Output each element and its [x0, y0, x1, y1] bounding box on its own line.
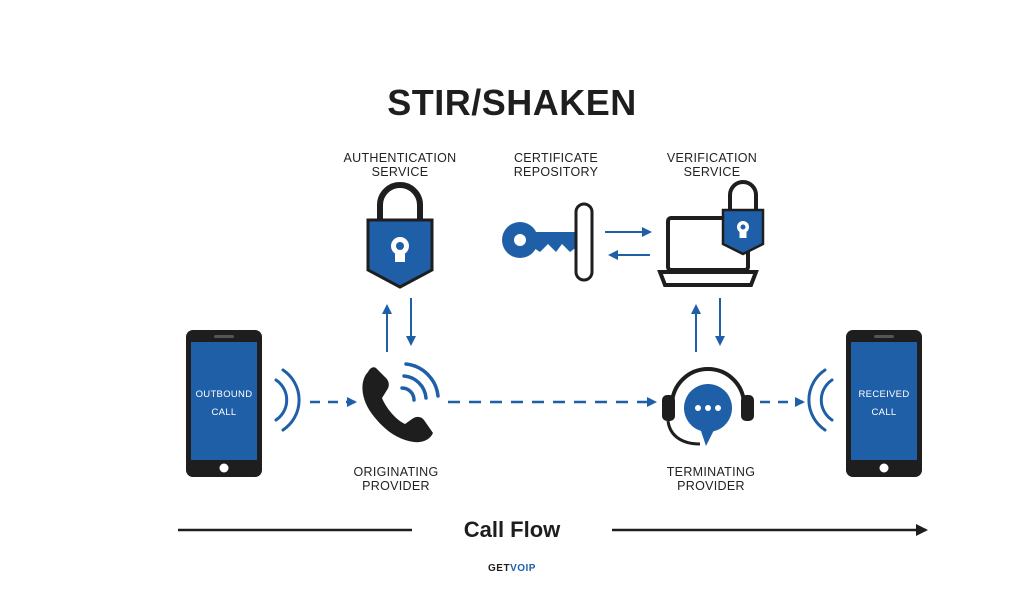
signal-waves-outbound [274, 368, 301, 432]
outbound-line2: CALL [211, 407, 237, 418]
authentication-label-line2: SERVICE [371, 165, 429, 179]
logo-part-get: GET [488, 563, 511, 574]
verification-label-line1: VERIFICATION [666, 151, 758, 165]
smartphone-icon [186, 330, 262, 477]
authentication-label-line1: AUTHENTICATION [343, 151, 457, 165]
logo-part-voip: VOIP [510, 563, 536, 574]
verification-label-line2: SERVICE [683, 165, 741, 179]
certificate-label-line2: REPOSITORY [513, 165, 599, 179]
originating-provider-label: ORIGINATING PROVIDER [336, 465, 456, 493]
laptop-icon [657, 180, 765, 287]
smartphone-icon [846, 330, 922, 477]
padlock-icon [366, 182, 434, 289]
outbound-call-text: OUTBOUND CALL [191, 386, 257, 422]
received-call-text: RECEIVED CALL [851, 386, 917, 422]
verification-service-label: VERIFICATION SERVICE [652, 151, 772, 179]
diagram-title: STIR/SHAKEN [387, 82, 637, 123]
originating-label-line2: PROVIDER [362, 479, 430, 493]
call-flow-label: Call Flow [412, 517, 612, 543]
originating-label-line1: ORIGINATING [353, 465, 439, 479]
received-line2: CALL [871, 407, 897, 418]
terminating-provider-label: TERMINATING PROVIDER [651, 465, 771, 493]
key-icon [502, 202, 594, 282]
authentication-service-label: AUTHENTICATION SERVICE [340, 151, 460, 179]
certificate-repository-label: CERTIFICATE REPOSITORY [496, 151, 616, 179]
terminating-label-line2: PROVIDER [677, 479, 745, 493]
phone-handset-icon [362, 362, 440, 443]
received-line1: RECEIVED [858, 389, 910, 400]
certificate-label-line1: CERTIFICATE [513, 151, 599, 165]
getvoip-logo: GETVOIP [0, 563, 1024, 574]
signal-waves-received [807, 368, 834, 432]
outbound-line1: OUTBOUND [195, 389, 253, 400]
headset-icon [662, 367, 754, 446]
terminating-label-line1: TERMINATING [666, 465, 756, 479]
